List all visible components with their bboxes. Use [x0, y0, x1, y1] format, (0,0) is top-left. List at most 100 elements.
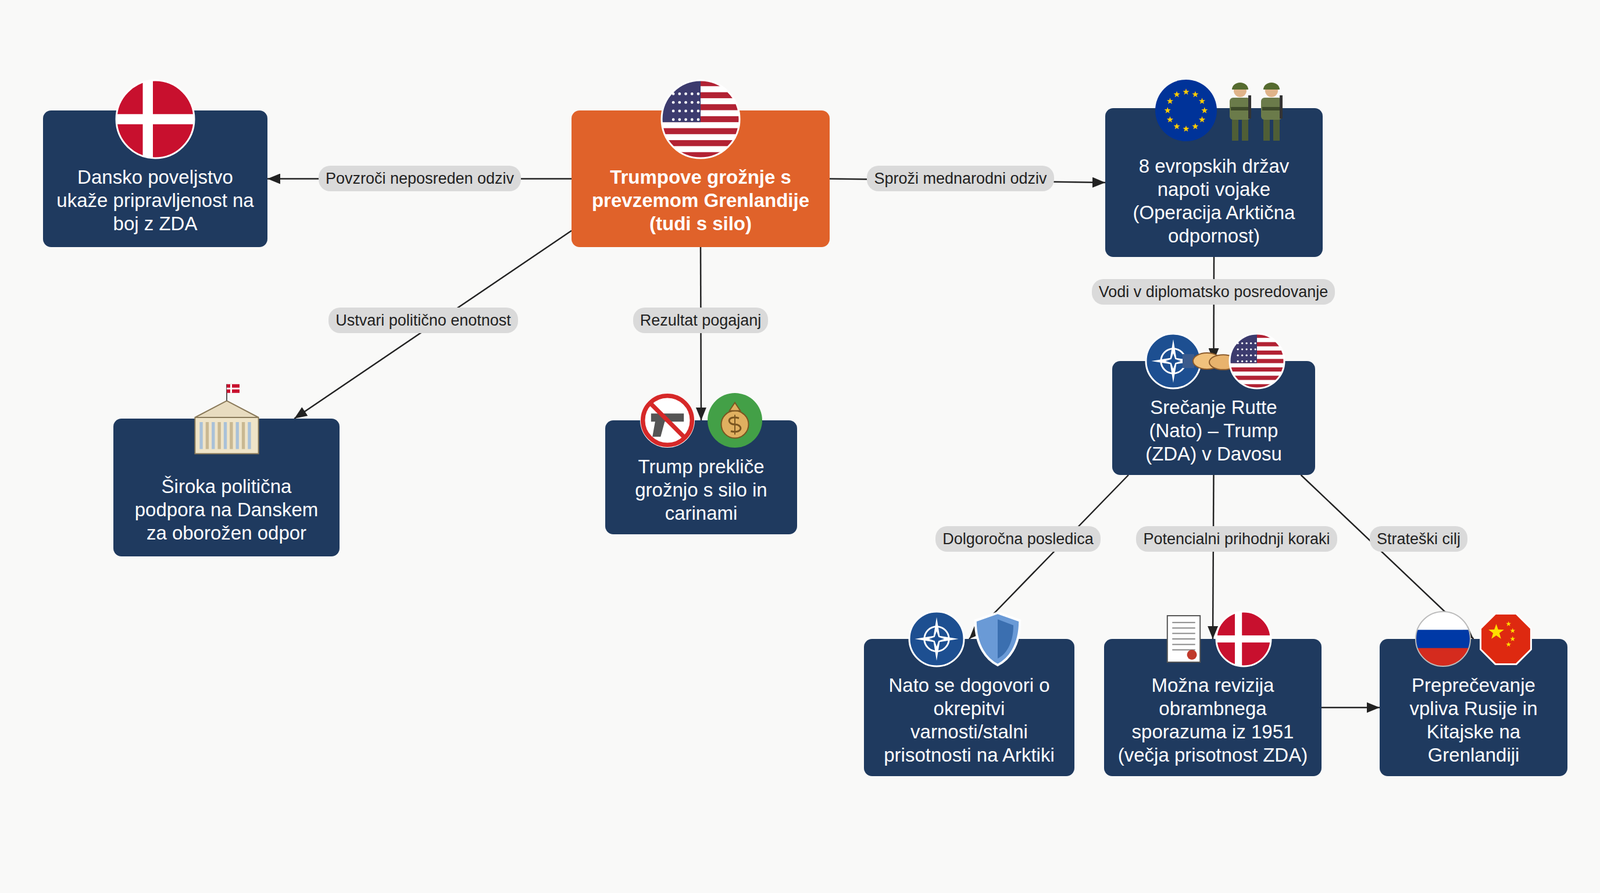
icon-part	[1263, 117, 1270, 141]
us-icon	[661, 80, 740, 159]
edge-label: Rezultat pogajanj	[633, 307, 769, 334]
node-icons	[571, 52, 830, 169]
edge-label: Ustvari politično enotnost	[328, 307, 519, 334]
icon-part	[1201, 106, 1208, 114]
icon-part	[205, 422, 209, 449]
icon-part	[1173, 123, 1181, 130]
money-icon	[707, 393, 763, 448]
node-icons	[1105, 50, 1323, 167]
process-box: 8 evropskih držav napoti vojake (Operaci…	[1105, 108, 1323, 257]
icon-part	[1241, 354, 1244, 356]
icon-part	[677, 101, 681, 105]
icon-part	[677, 92, 681, 96]
process-box: Možna revizija obrambnega sporazuma iz 1…	[1104, 638, 1322, 777]
icon-part	[116, 80, 195, 159]
process-box: Srečanje Rutte (Nato) – Trump (ZDA) v Da…	[1112, 361, 1316, 475]
process-box: Široka politična podpora na Danskem za o…	[113, 418, 340, 557]
icon-part	[661, 127, 740, 135]
icon-part	[672, 118, 675, 121]
process-box: Trump prekliče grožnjo s silo in carinam…	[605, 420, 798, 535]
icon-part	[1166, 116, 1174, 123]
icon-part	[247, 422, 251, 449]
icon-part	[1254, 360, 1257, 363]
shield-icon	[975, 612, 1021, 666]
node-text: 8 evropskih držav napoti vojake (Operaci…	[1115, 154, 1313, 248]
icon-part	[1236, 360, 1239, 363]
nato-icon	[1145, 333, 1201, 389]
icon-part	[1166, 97, 1174, 105]
icon-part	[1415, 611, 1471, 667]
icon-part	[1216, 611, 1271, 667]
doc-icon	[1167, 615, 1200, 663]
icon-part	[1229, 371, 1285, 377]
icon-part	[1509, 627, 1516, 634]
edge-label: Povzroči neposreden odziv	[318, 165, 521, 192]
icon-part	[690, 92, 694, 96]
icon-part	[1191, 123, 1199, 130]
icon-part	[690, 118, 694, 121]
icon-part	[677, 118, 681, 121]
icon-part	[229, 422, 233, 449]
connector-arrow	[1321, 706, 1380, 709]
icon-part	[199, 422, 203, 449]
icon-part	[1198, 97, 1206, 105]
icon-part	[1263, 82, 1280, 90]
icon-part	[661, 122, 740, 129]
icon-part	[1241, 360, 1244, 363]
icon-part	[1167, 615, 1200, 663]
icon-part	[1191, 91, 1199, 98]
icon-part	[211, 422, 215, 449]
icon-part	[1236, 354, 1239, 356]
icon-part	[1187, 650, 1198, 660]
icon-part	[236, 422, 239, 449]
icon-part	[1415, 629, 1471, 649]
icon-part	[672, 109, 675, 113]
node-text: Trump prekliče grožnjo s silo in carinam…	[615, 455, 787, 525]
icon-part	[1250, 360, 1252, 363]
icon-part	[1182, 88, 1189, 95]
icon-part	[684, 92, 688, 96]
icon-part	[729, 402, 741, 411]
icon-part	[1231, 117, 1239, 141]
icon-part	[697, 109, 700, 113]
icon-part	[975, 612, 1021, 666]
icon-part	[217, 422, 221, 449]
icon-part	[707, 393, 763, 448]
icon-part	[1145, 333, 1201, 389]
eu-icon	[1155, 79, 1217, 142]
dk-icon	[116, 80, 195, 159]
icon-part	[1229, 333, 1285, 389]
node-text: Preprečevanje vpliva Rusije in Kitajske …	[1390, 673, 1557, 767]
icon-part	[684, 118, 688, 121]
icon-part	[677, 109, 681, 113]
nogun-icon	[640, 393, 695, 448]
icon-part	[194, 400, 259, 418]
icon-part	[909, 611, 964, 667]
icon-part	[1165, 353, 1181, 369]
icon-part	[1216, 611, 1271, 667]
icon-part	[1250, 354, 1252, 356]
icon-part	[1245, 348, 1248, 350]
icon-part	[684, 101, 688, 105]
icon-part	[1273, 117, 1280, 141]
icon-part	[1172, 633, 1195, 635]
icon-part	[734, 415, 736, 435]
icon-part	[1262, 106, 1281, 111]
connector-arrow	[1212, 256, 1215, 362]
icon-part	[1216, 635, 1271, 643]
edge-label: Vodi v diplomatsko posredovanje	[1091, 279, 1336, 305]
icon-part	[1198, 116, 1206, 123]
icon-part	[1415, 648, 1471, 667]
icon-part	[116, 113, 195, 124]
us-icon	[1229, 333, 1285, 389]
icon-part	[684, 109, 688, 113]
connector-arrow	[1301, 475, 1474, 639]
icon-part	[661, 80, 740, 159]
node-icons	[43, 52, 268, 169]
icon-part	[661, 134, 740, 141]
icon-part	[697, 101, 700, 105]
icon-part	[1415, 611, 1471, 631]
icon-part	[226, 387, 240, 390]
icon-part	[1248, 95, 1252, 119]
icon-part	[672, 101, 675, 105]
